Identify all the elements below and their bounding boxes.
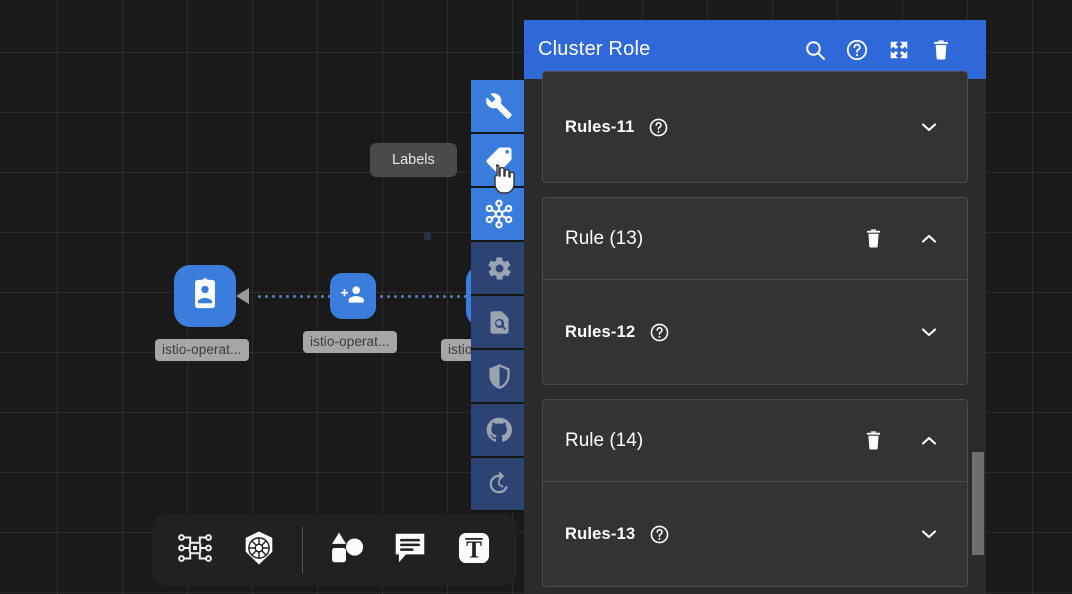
graph-node-label: istio <box>441 339 480 361</box>
bottom-button-shapes[interactable] <box>317 522 375 578</box>
rule-card-header[interactable]: Rule (14) <box>543 400 967 482</box>
graph-edge <box>256 295 342 298</box>
chevron-up-icon[interactable] <box>909 219 949 259</box>
hand-cursor-icon <box>489 163 515 202</box>
toolbar-button-settings[interactable] <box>471 242 527 296</box>
graph-edge <box>378 295 484 298</box>
add-people-icon <box>340 281 366 312</box>
network-icon <box>484 199 514 229</box>
help-icon[interactable] <box>649 322 670 343</box>
circuit-chip-icon <box>177 530 213 571</box>
help-icon[interactable] <box>649 524 670 545</box>
delete-icon[interactable] <box>853 219 893 259</box>
rule-card-title: Rule (14) <box>565 429 644 451</box>
delete-icon[interactable] <box>853 421 893 461</box>
kubernetes-icon <box>240 529 278 572</box>
rules-sub-card[interactable]: Rules-11 <box>542 71 968 183</box>
rule-card-header[interactable]: Rule (13) <box>543 198 967 280</box>
graph-node[interactable] <box>330 273 376 319</box>
gear-icon <box>486 255 513 282</box>
toolbar-button-history[interactable] <box>471 458 527 512</box>
graph-node-label: istio-operat... <box>303 331 397 353</box>
panel-header: Cluster Role <box>524 20 986 79</box>
toolbar-button-github[interactable] <box>471 404 527 458</box>
rules-sub-title: Rules-12 <box>565 322 636 341</box>
rules-sub-card[interactable]: Rules-12 <box>543 280 967 384</box>
delete-icon[interactable] <box>920 29 962 71</box>
comment-icon <box>391 529 429 572</box>
canvas-dot <box>424 233 431 240</box>
toolbar-divider <box>302 527 303 573</box>
bottom-toolbar: T <box>152 514 517 586</box>
toolbar-button-wrench[interactable] <box>471 80 527 134</box>
graph-node[interactable] <box>174 265 236 327</box>
fullscreen-icon[interactable] <box>878 29 920 71</box>
shapes-icon <box>327 529 365 572</box>
svg-text:T: T <box>466 537 482 563</box>
rules-sub-title: Rules-13 <box>565 524 636 543</box>
edge-arrowhead <box>236 288 249 304</box>
shield-icon <box>486 363 513 390</box>
panel-body[interactable]: Rules-11 Rule (13) <box>524 71 986 587</box>
vertical-toolbar <box>471 80 527 512</box>
id-badge-icon <box>188 277 222 316</box>
search-icon[interactable] <box>794 29 836 71</box>
help-icon[interactable] <box>648 117 669 138</box>
toolbar-button-security[interactable] <box>471 350 527 404</box>
graph-node-label: istio-operat... <box>155 339 249 361</box>
bottom-button-comment[interactable] <box>381 522 439 578</box>
chevron-down-icon[interactable] <box>909 107 949 147</box>
document-search-icon <box>486 309 513 336</box>
chevron-down-icon[interactable] <box>909 312 949 352</box>
history-icon <box>485 470 513 498</box>
toolbar-button-network[interactable] <box>471 188 527 242</box>
chevron-up-icon[interactable] <box>909 421 949 461</box>
bottom-button-kubernetes[interactable] <box>230 522 288 578</box>
tag-icon <box>484 145 514 175</box>
github-icon <box>485 416 513 444</box>
bottom-button-circuit[interactable] <box>166 522 224 578</box>
text-tool-icon: T <box>455 529 493 572</box>
rule-card: Rule (14) Rules- <box>542 399 968 587</box>
rules-sub-card[interactable]: Rules-13 <box>543 482 967 586</box>
rules-sub-title: Rules-11 <box>565 117 635 136</box>
cluster-role-panel: Cluster Role <box>524 20 986 594</box>
help-icon[interactable] <box>836 29 878 71</box>
rule-card-title: Rule (13) <box>565 227 644 249</box>
panel-scrollbar-thumb[interactable] <box>972 452 984 555</box>
tooltip-labels: Labels <box>370 143 457 177</box>
wrench-icon <box>485 92 513 120</box>
toolbar-button-inspect[interactable] <box>471 296 527 350</box>
bottom-button-text[interactable]: T <box>445 522 503 578</box>
panel-title: Cluster Role <box>538 38 651 60</box>
chevron-down-icon[interactable] <box>909 514 949 554</box>
rule-card: Rule (13) Rules- <box>542 197 968 385</box>
